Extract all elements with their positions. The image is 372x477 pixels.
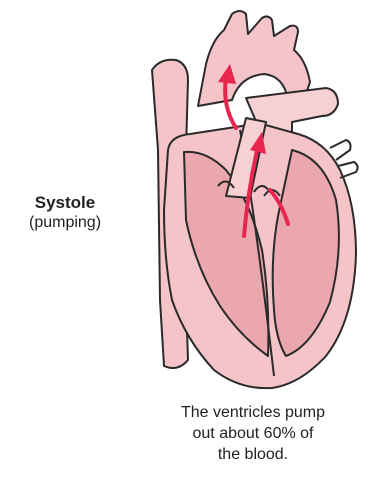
caption: The ventricles pump out about 60% of the… [128,402,372,465]
caption-line-2: out about 60% of [128,423,372,444]
caption-line-1: The ventricles pump [128,402,372,423]
caption-line-3: the blood. [128,444,372,465]
phase-subtitle: (pumping) [6,213,124,233]
heart-illustration [152,11,358,388]
phase-label: Systole (pumping) [6,193,124,233]
phase-title: Systole [6,193,124,213]
